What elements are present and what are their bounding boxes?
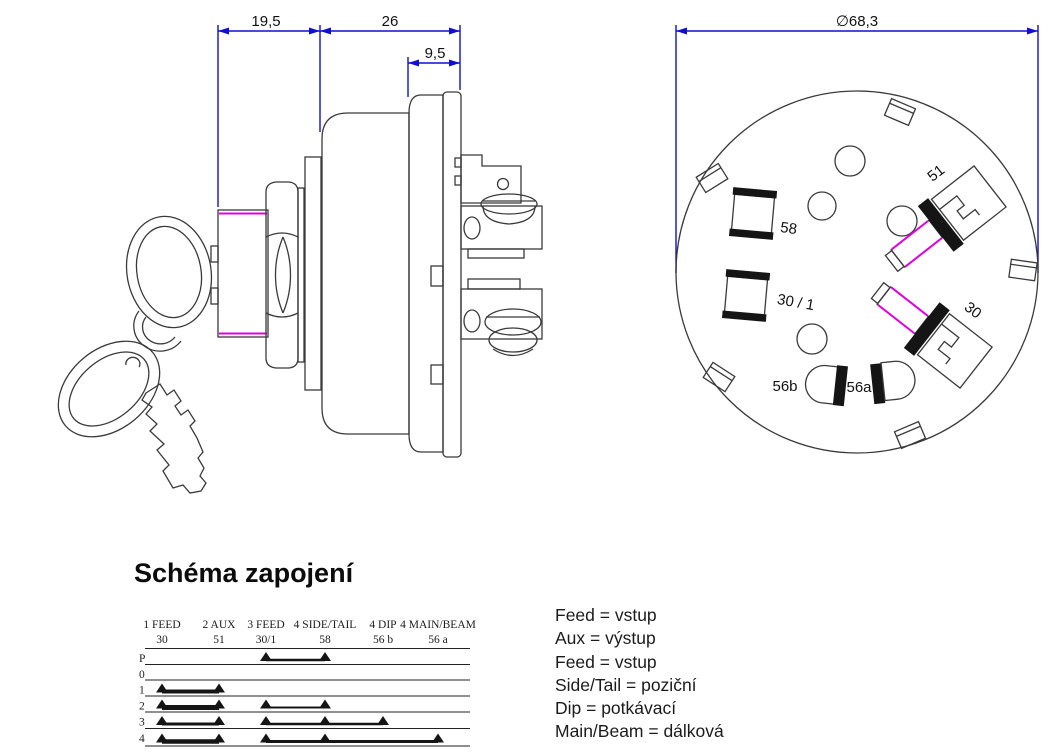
label-51: 51: [924, 162, 948, 186]
washer: [297, 187, 305, 363]
edge-clip: [893, 420, 927, 450]
schema-column-terminal: 58: [319, 634, 331, 646]
schema-contact-marker: [260, 733, 272, 743]
schema-column-terminal: 51: [213, 634, 225, 646]
upper-terminal-screw: [454, 154, 543, 259]
label-30-1: 30 / 1: [776, 291, 816, 314]
schema-contact-marker: [156, 733, 168, 743]
terminal-56a: [870, 360, 916, 405]
legend: Feed = vstup Aux = výstup Feed = vstup S…: [555, 604, 724, 744]
schema-row-label: P: [139, 653, 145, 665]
schema-column-name: 4 DIP: [369, 619, 396, 631]
label-56b: 56b: [772, 378, 797, 395]
legend-line: Main/Beam = dálková: [555, 721, 724, 742]
schema-contact-marker: [260, 716, 272, 725]
mounting-flange: [304, 156, 322, 391]
rivet: [834, 145, 866, 177]
schema-contact-marker: [156, 683, 168, 693]
hex-nut: [265, 156, 322, 391]
edge-clip: [695, 162, 729, 194]
schema-column-name: 2 AUX: [203, 619, 237, 631]
legend-line: Aux = výstup: [555, 628, 656, 649]
schema-contact-marker: [319, 733, 331, 743]
label-58: 58: [779, 219, 798, 238]
terminal-labels: 58 30 / 1 51 30 56b 56a: [772, 162, 984, 396]
terminal-56b: [804, 364, 848, 407]
dimension-lines-side-view: 19,5 26 9,5: [217, 13, 461, 207]
schema-contact-marker: [156, 699, 168, 709]
schema-contact-marker: [213, 733, 225, 743]
label-56a: 56a: [846, 379, 872, 396]
legend-line: Side/Tail = poziční: [555, 674, 697, 695]
schema-contact-marker: [260, 652, 272, 661]
legend-line: Feed = vstup: [555, 651, 657, 672]
schema-column-name: 4 MAIN/BEAM: [400, 619, 476, 631]
schema-row-label: 4: [139, 733, 145, 745]
schema-contact-marker: [213, 683, 225, 693]
dimension-26: 26: [382, 13, 399, 30]
schema-contact-marker: [260, 699, 272, 709]
schema-column-terminal: 30/1: [256, 634, 277, 646]
schema-row-label: 3: [139, 717, 145, 729]
legend-line: Feed = vstup: [555, 605, 657, 625]
schema-contact-marker: [213, 699, 225, 709]
schema-column-terminal: 30: [156, 634, 168, 646]
schema-contact-marker: [156, 716, 168, 725]
dimension-diameter: ∅68,3: [836, 13, 878, 30]
schema-column-name: 1 FEED: [143, 619, 180, 631]
schema-contact-marker: [319, 652, 331, 661]
key-icon: [57, 215, 213, 494]
schema-contact-marker: [319, 699, 331, 709]
schema-row-label: 0: [139, 669, 145, 681]
edge-clip: [1008, 258, 1038, 282]
edge-clip: [883, 97, 917, 127]
schema-contact-marker: [213, 716, 225, 725]
terminal-30-1: [721, 269, 771, 322]
key-blade: [141, 383, 207, 494]
schema-column-terminal: 56 b: [373, 634, 393, 646]
rivet: [796, 323, 828, 355]
rear-view-dimension: ∅68,3: [675, 13, 1039, 273]
terminal-51-hole: [886, 205, 918, 237]
lock-cylinder: [210, 209, 269, 338]
rear-view-body: [675, 90, 1039, 454]
label-30: 30: [961, 299, 985, 323]
legend-line: Dip = potkávací: [555, 698, 677, 719]
switch-body: [321, 91, 462, 458]
edge-clip: [702, 361, 736, 393]
schema-contact-marker: [432, 733, 444, 743]
key-ring-hook: [133, 310, 182, 352]
schema-column-terminal: 56 a: [428, 634, 447, 646]
schema-row-label: 2: [139, 701, 145, 713]
dimension-9-5: 9,5: [425, 45, 446, 62]
dimension-19-5: 19,5: [251, 13, 280, 30]
terminal-58: [728, 187, 778, 240]
schema-contact-marker: [319, 716, 331, 725]
terminal-51: [884, 165, 1007, 273]
rivet: [807, 191, 837, 221]
lower-terminal-screw: [460, 278, 543, 357]
schema-column-name: 4 SIDE/TAIL: [294, 619, 357, 631]
page-title: Schéma zapojení: [134, 558, 354, 588]
schema-contact-marker: [377, 716, 389, 725]
schema-row-label: 1: [139, 685, 145, 697]
terminal-30: [870, 281, 993, 389]
schema-column-name: 3 FEED: [247, 619, 284, 631]
